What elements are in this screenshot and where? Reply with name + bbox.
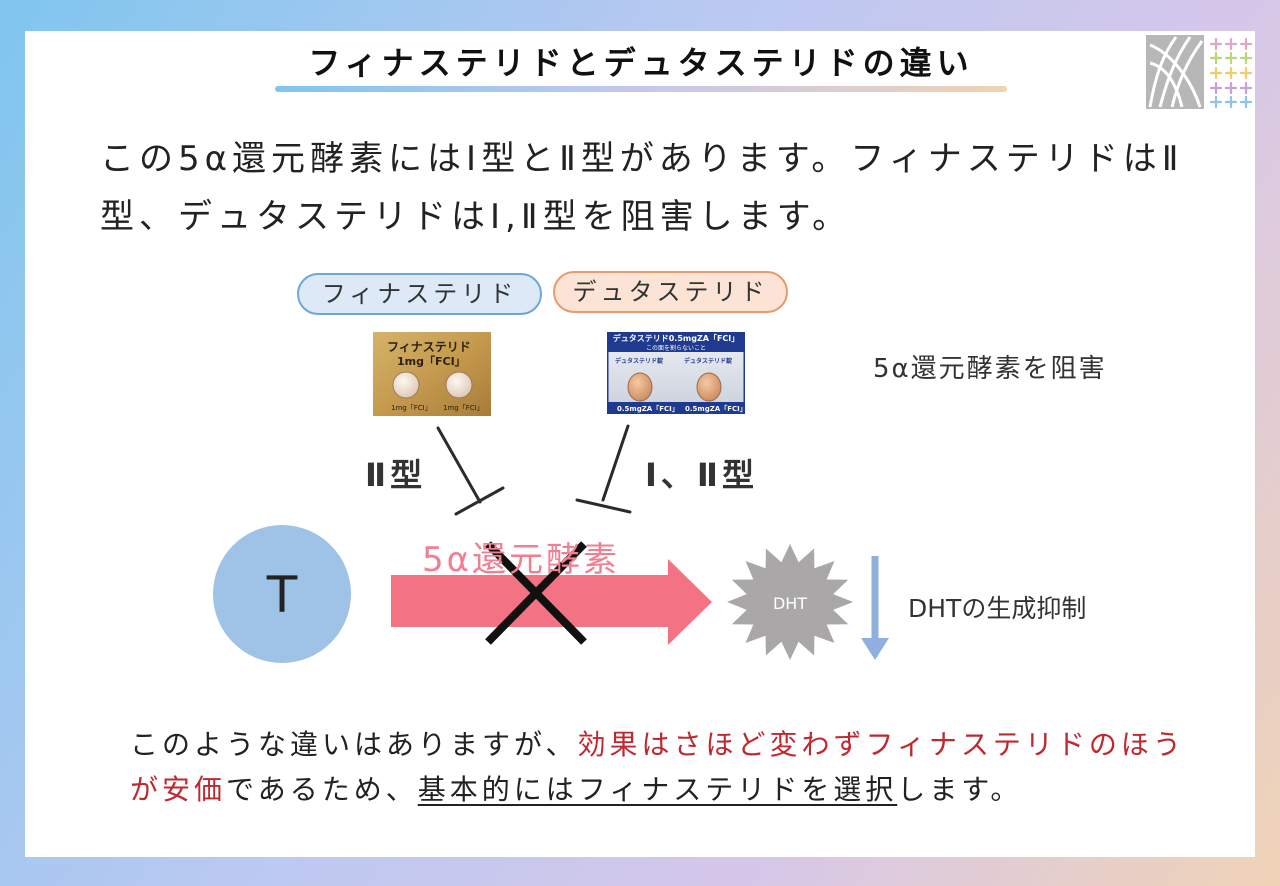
logo-icon bbox=[1146, 35, 1253, 109]
conversion-arrow bbox=[391, 559, 712, 645]
dutasteride-blister-pack: デュタステリド0.5mgZA「FCI」 この面を割らないこと デュタステリド錠 … bbox=[607, 332, 745, 414]
finasteride-blister-pack: フィナステリド 1mg「FCI」 1mg「FCI」 1mg「FCI」 bbox=[373, 332, 491, 416]
enzyme-label: 5α還元酵素 bbox=[422, 540, 621, 580]
title-underline bbox=[275, 86, 1007, 92]
conclusion-highlight: 効果はさほど変わずフィナステリドのほうが安価 bbox=[130, 728, 1185, 806]
finasteride-inhibition-bar bbox=[454, 486, 505, 516]
dutasteride-inhibition-line bbox=[601, 424, 630, 502]
decrease-arrow-head bbox=[861, 638, 889, 660]
page-title: フィナステリドとデュタステリドの違い bbox=[308, 44, 974, 82]
dutasteride-inhibition-bar bbox=[575, 498, 632, 514]
substrate-circle bbox=[213, 525, 351, 663]
dht-label: DHT bbox=[773, 594, 807, 613]
dutasteride-tablet-label: デュタステリド錠 bbox=[615, 357, 663, 365]
dht-burst bbox=[727, 544, 853, 660]
substrate-label: T bbox=[266, 566, 298, 624]
dht-suppression-label: DHTの生成抑制 bbox=[908, 594, 1087, 623]
finasteride-target-label: Ⅱ型 bbox=[365, 456, 427, 494]
dutasteride-target-label: Ⅰ、Ⅱ型 bbox=[645, 456, 758, 494]
finasteride-small-label: 1mg「FCI」 bbox=[391, 404, 432, 412]
block-cross-icon bbox=[485, 541, 587, 645]
finasteride-inhibition-line bbox=[436, 426, 482, 504]
slide-background bbox=[25, 31, 1255, 857]
finasteride-small-label: 1mg「FCI」 bbox=[443, 404, 484, 412]
dutasteride-pack-sub: この面を割らないこと bbox=[646, 344, 706, 352]
conclusion-part: します。 bbox=[897, 773, 1023, 806]
conclusion-part: このような違いはありますが、 bbox=[130, 728, 578, 761]
conclusion-part: であるため、 bbox=[226, 773, 418, 806]
intro-text: この5α還元酵素にはⅠ型とⅡ型があります。フィナステリドはⅡ型、デュタステリドは… bbox=[100, 139, 1184, 237]
dutasteride-pack-header: デュタステリド0.5mgZA「FCI」 bbox=[613, 333, 740, 343]
dutasteride-label: デュタステリド bbox=[553, 271, 788, 313]
dutasteride-dose-label: 0.5mgZA「FCI」 bbox=[685, 404, 745, 413]
dutasteride-tablet-label: デュタステリド錠 bbox=[684, 357, 732, 365]
conclusion-underline: 基本的にはフィナステリドを選択 bbox=[417, 773, 898, 806]
inhibit-enzyme-label: 5α還元酵素を阻害 bbox=[873, 354, 1107, 384]
conclusion-text: このような違いはありますが、効果はさほど変わずフィナステリドのほうが安価であるた… bbox=[130, 722, 1190, 812]
finasteride-label: フィナステリド bbox=[297, 273, 542, 315]
finasteride-pack-name: フィナステリド bbox=[387, 340, 471, 354]
finasteride-pack-dose: 1mg「FCI」 bbox=[397, 354, 466, 368]
dutasteride-dose-label: 0.5mgZA「FCI」 bbox=[617, 404, 679, 413]
